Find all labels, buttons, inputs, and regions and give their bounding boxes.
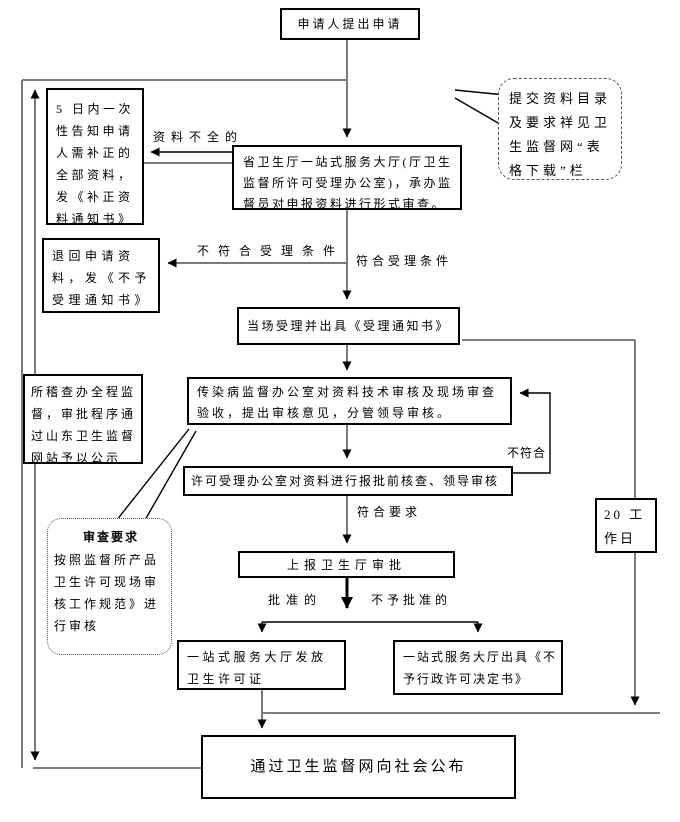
edge-label-materials-incomplete: 资料不全的: [153, 130, 244, 144]
edge-label-not-qualified: 不符合受理条件: [197, 244, 345, 258]
edge-label-not-approved: 不予批准的: [371, 593, 452, 607]
node-notify-correction: 5 日内一次性告知申请人需补正的全部资料，发《补正资料通知书》: [46, 88, 144, 226]
edge-label-approved: 批准的: [268, 593, 323, 607]
callout-submit-materials-note: 提交资料目录及要求祥见卫生监督网“表格下载”栏: [498, 78, 622, 180]
node-technical-review: 传染病监督办公室对资料技术审核及现场审查验收，提出审核意见，分管领导审核。: [187, 377, 512, 425]
callout-review-title: 审查要求: [82, 530, 139, 544]
callout-review-requirements: 审查要求 按照监督所产品卫生许可现场审核工作规范》进行审核: [47, 518, 172, 655]
callout-review-body: 按照监督所产品卫生许可现场审核工作规范》进行审核: [54, 553, 160, 633]
edge-label-not-conform: 不符合: [507, 446, 547, 460]
node-publish-to-public: 通过卫生监督网向社会公布: [201, 735, 516, 799]
node-hall-formal-review: 省卫生厅一站式服务大厅(厅卫生监督所许可受理办公室)，承办监督员对申报资料进行形…: [232, 145, 462, 211]
edge-label-qualified: 符合受理条件: [356, 254, 453, 268]
node-whole-process-supervision: 所稽查办全程监督，审批程序通过山东卫生监督网站予以公示: [23, 374, 143, 465]
node-pre-approval-check: 许可受理办公室对资料进行报批前核查、领导审核: [183, 466, 513, 496]
node-issue-license: 一站式服务大厅发放卫生许可证: [177, 640, 346, 690]
node-submit-for-approval: 上报卫生厅审批: [238, 551, 455, 578]
edge-label-conform: 符合要求: [357, 505, 422, 519]
node-20-workdays: 20 工作日: [595, 498, 657, 553]
node-return-materials: 退回申请资料，发《不予受理通知书》: [42, 238, 160, 313]
node-deny-decision: 一站式服务大厅出具《不予行政许可决定书》: [393, 640, 563, 695]
node-applicant-submits: 申请人提出申请: [280, 8, 420, 40]
node-accept-on-spot: 当场受理并出具《受理通知书》: [237, 307, 460, 345]
